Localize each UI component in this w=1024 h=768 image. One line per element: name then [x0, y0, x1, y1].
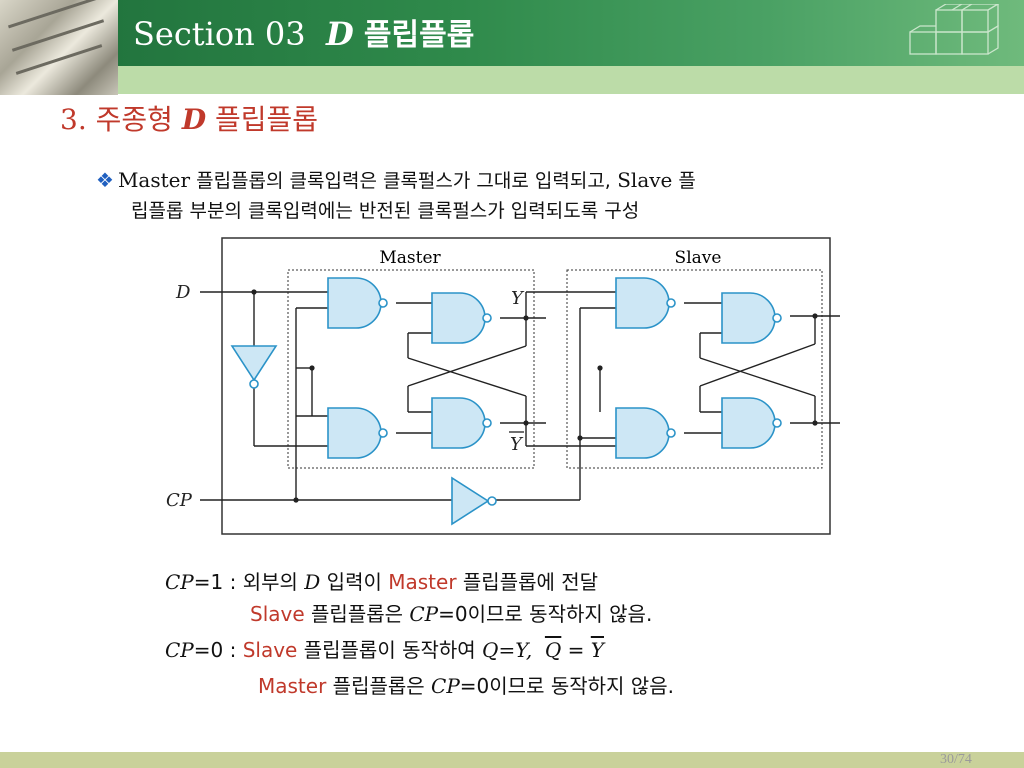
slide-heading: 3. 주종형 D 플립플롭 [60, 103, 319, 136]
header-photo [0, 0, 118, 95]
label-d: D [175, 282, 191, 303]
d-inverter [230, 345, 278, 382]
note-cp1-slave: Slave 플립플롭은 CP=0이므로 동작하지 않음. [250, 602, 653, 626]
slave-box [566, 269, 823, 469]
label-y: Y [511, 288, 525, 309]
master-slave-d-flipflop-diagram: Master Slave [166, 237, 840, 535]
page-number: 30/74 [940, 752, 972, 767]
cp-inverter [451, 476, 490, 526]
master-box [287, 269, 535, 469]
label-master: Master [379, 248, 441, 268]
label-cp: CP [166, 490, 193, 511]
label-ybar: Y [510, 434, 524, 455]
diamond-bullet-icon: ❖ [96, 168, 114, 192]
slide-section-title: Section 03 D 플립플롭 [133, 15, 475, 53]
note-cp0: CP=0 : Slave 플립플롭이 동작하여 Q=Y, Q = Y [165, 638, 604, 662]
label-slave: Slave [675, 248, 722, 268]
header-subbar [118, 66, 1024, 94]
note-cp1: CP=1 : 외부의 D 입력이 Master 플립플롭에 전달 [165, 570, 599, 594]
footer-bar [0, 752, 1024, 768]
bullet-text: ❖Master 플립플롭의 클록입력은 클록펄스가 그대로 입력되고, Slav… [96, 168, 696, 222]
cubes-logo-icon [909, 4, 1000, 55]
header-bar [0, 0, 1024, 66]
note-cp0-master: Master 플립플롭은 CP=0이므로 동작하지 않음. [258, 674, 674, 698]
circuit-frame [221, 237, 831, 535]
